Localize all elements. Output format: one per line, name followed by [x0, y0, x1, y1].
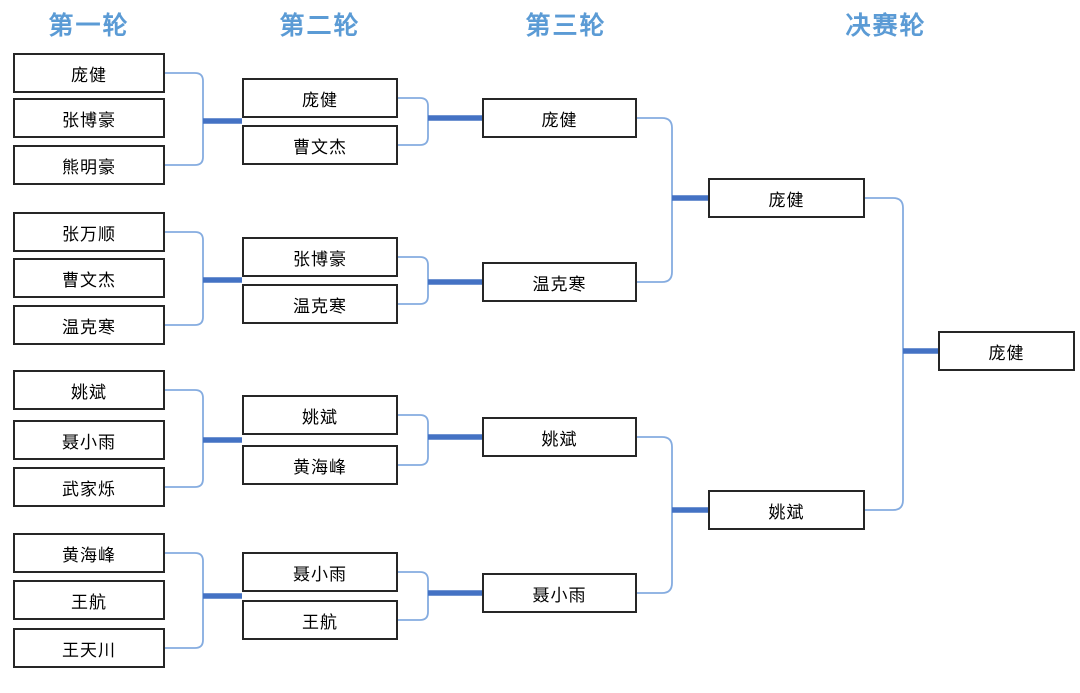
connector-bracket-r2-p3 — [398, 414, 429, 466]
player-box-r1-g2-p3: 温克寒 — [13, 305, 165, 345]
connector-bracket-r1-g1 — [165, 72, 204, 166]
player-box-r2-p4-b: 王航 — [242, 600, 398, 640]
header-round-2: 第二轮 — [279, 12, 361, 40]
player-box-r2-p3-b: 黄海峰 — [242, 445, 398, 485]
player-box-r3-w4: 聂小雨 — [482, 573, 637, 613]
header-round-3: 第三轮 — [525, 12, 607, 40]
player-box-r1-g1-p3: 熊明豪 — [13, 145, 165, 185]
player-box-r1-g4-p1: 黄海峰 — [13, 533, 165, 573]
player-box-r2-p4-a: 聂小雨 — [242, 552, 398, 592]
header-round-1: 第一轮 — [48, 12, 130, 40]
player-box-r2-p1-a: 庞健 — [242, 78, 398, 118]
player-box-r1-g2-p1: 张万顺 — [13, 212, 165, 252]
player-box-r3-w2: 温克寒 — [482, 262, 637, 302]
player-box-r2-p3-a: 姚斌 — [242, 395, 398, 435]
connector-bracket-r3-bottom — [637, 436, 673, 594]
player-box-r1-g1-p2: 张博豪 — [13, 98, 165, 138]
connector-bracket-final — [865, 197, 904, 511]
player-box-r2-p1-b: 曹文杰 — [242, 125, 398, 165]
player-box-r1-g3-p2: 聂小雨 — [13, 420, 165, 460]
connector-bracket-r1-g3 — [165, 389, 204, 488]
header-final-round: 决赛轮 — [845, 12, 927, 40]
player-box-champion: 庞健 — [938, 331, 1075, 371]
player-box-r1-g4-p3: 王天川 — [13, 628, 165, 668]
player-box-r3-w3: 姚斌 — [482, 417, 637, 457]
player-box-r1-g3-p3: 武家烁 — [13, 467, 165, 507]
connector-bracket-r2-p4 — [398, 571, 429, 621]
player-box-r1-g3-p1: 姚斌 — [13, 370, 165, 410]
player-box-r2-p2-b: 温克寒 — [242, 284, 398, 324]
player-box-r1-g4-p2: 王航 — [13, 580, 165, 620]
player-box-r2-p2-a: 张博豪 — [242, 237, 398, 277]
player-box-r1-g2-p2: 曹文杰 — [13, 258, 165, 298]
connector-bracket-r2-p2 — [398, 256, 429, 305]
connector-bracket-r1-g2 — [165, 231, 204, 326]
connector-bracket-r3-top — [637, 117, 673, 283]
player-box-final-a: 庞健 — [708, 178, 865, 218]
connector-bracket-r1-g4 — [165, 552, 204, 649]
connector-bracket-r2-p1 — [398, 97, 429, 146]
player-box-r3-w1: 庞健 — [482, 98, 637, 138]
player-box-final-b: 姚斌 — [708, 490, 865, 530]
player-box-r1-g1-p1: 庞健 — [13, 53, 165, 93]
